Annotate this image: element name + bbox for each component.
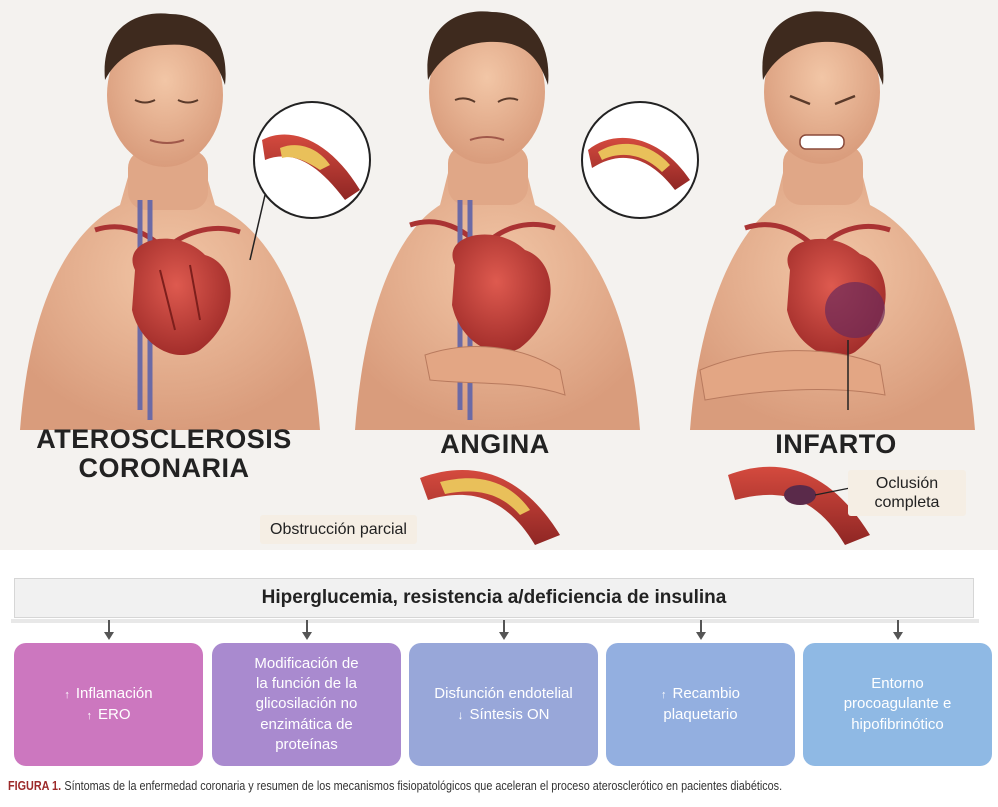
mechanism-line: Disfunción endotelial (434, 685, 573, 703)
down-arrow-icon (498, 620, 509, 642)
mechanism-line: procoagulante e (843, 695, 952, 713)
mechanism-line: enzimática de (260, 715, 353, 733)
mechanism-line: proteínas (275, 735, 338, 753)
figure-infarction (690, 11, 975, 545)
mechanism-line: la función de la (256, 675, 357, 693)
down-arrow-icon (892, 620, 903, 642)
caption-text: Síntomas de la enfermedad coronaria y re… (64, 778, 783, 793)
mechanism-line: Recambio (661, 684, 740, 704)
stage-label-line: ATEROSCLEROSIS (36, 424, 292, 454)
mechanism-line: glicosilación no (255, 695, 358, 713)
callout-complete-occlusion: Oclusión completa (848, 470, 966, 517)
down-arrow-icon (695, 620, 706, 642)
mechanism-line: ERO (86, 705, 131, 725)
stage-label-atherosclerosis: ATEROSCLEROSIS CORONARIA (30, 424, 298, 484)
mechanism-line: Modificación de (254, 654, 359, 672)
down-arrow-icon (103, 620, 114, 642)
mechanism-line: Entorno (871, 675, 924, 693)
mechanism-line: plaquetario (663, 705, 738, 723)
figure-atherosclerosis (20, 13, 371, 430)
figure-label: FIGURA 1. (8, 778, 62, 793)
mechanism-box: Modificación de la función de la glicosila… (212, 643, 401, 766)
stage-label-angina: ANGINA (440, 429, 550, 459)
stage-label-line: CORONARIA (78, 453, 250, 484)
mechanism-box: InflamaciónERO (14, 643, 203, 766)
mechanisms-header-text: Hiperglucemia, resistencia a/deficiencia… (261, 587, 727, 608)
callout-line: Oclusión (875, 475, 939, 492)
mechanism-line: hipofibrinótico (851, 715, 944, 733)
callout-partial-obstruction: Obstrucción parcial (260, 515, 417, 545)
mechanism-line: Inflamación (64, 684, 153, 704)
figure-caption: FIGURA 1.Síntomas de la enfermedad coron… (8, 778, 815, 793)
mechanism-line: Síntesis ON (457, 705, 549, 725)
coronary-disease-illustration: ATEROSCLEROSIS CORONARIA ANGINA INFARTO … (0, 0, 998, 550)
figure-angina (355, 11, 699, 545)
down-arrow-icon (301, 620, 312, 642)
callout-line: completa (874, 494, 940, 512)
mechanism-box: Disfunción endotelialSíntesis ON (409, 643, 598, 766)
mechanisms-header: Hiperglucemia, resistencia a/deficiencia… (11, 578, 979, 623)
header-shadow (11, 619, 979, 623)
mechanism-box: Entorno procoagulante e hipofibrinótico (803, 643, 992, 766)
illustration-canvas (0, 0, 998, 550)
stage-label-infarction: INFARTO (775, 429, 897, 459)
